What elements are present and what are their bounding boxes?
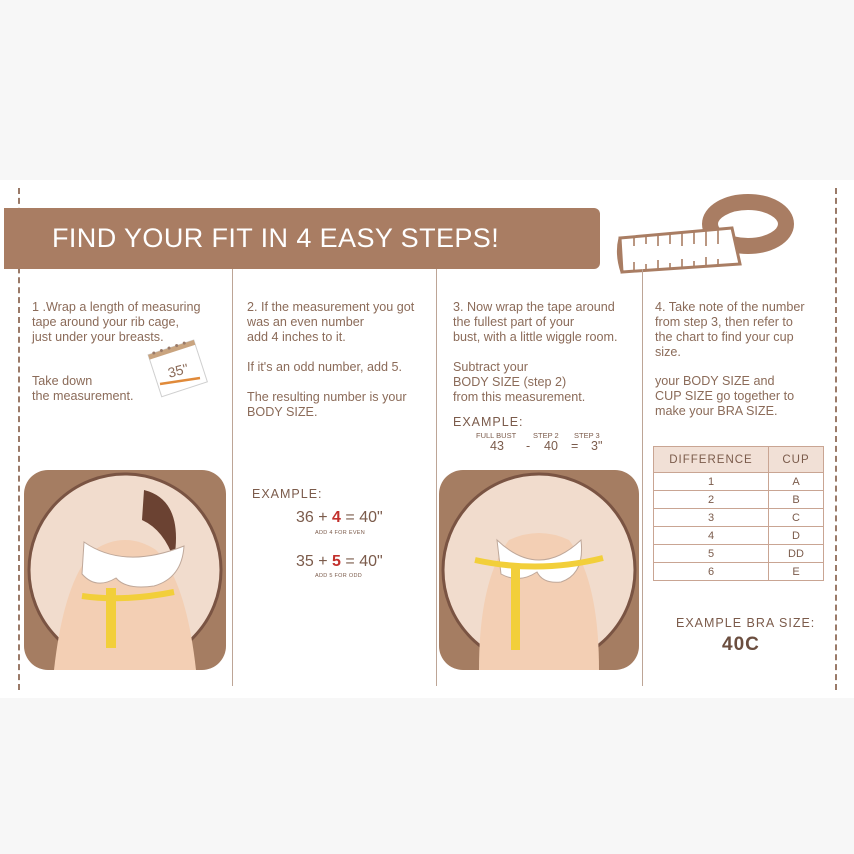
step3-value: 3" — [591, 439, 603, 453]
step3-text: 3. Now wrap the tape around the fullest … — [453, 300, 618, 344]
step2-text: 2. If the measurement you got was an eve… — [247, 300, 415, 344]
step3-extra: Subtract your BODY SIZE (step 2) from th… — [453, 360, 586, 404]
bust-measure-image — [439, 470, 639, 670]
step2-odd-text: If it's an odd number, add 5. — [247, 360, 403, 374]
even-note: ADD 4 FOR EVEN — [315, 530, 366, 536]
rib-cage-measure-image — [24, 470, 226, 670]
svg-text:35": 35" — [166, 360, 190, 381]
odd-equation: 35 + 5 = 40" — [296, 553, 383, 570]
step4-extra: your BODY SIZE and CUP SIZE go together … — [655, 374, 795, 418]
step4-text: 4. Take note of the number from step 3, … — [655, 300, 805, 359]
even-equation: 36 + 4 = 40" — [296, 509, 383, 526]
step2-head: STEP 2 — [533, 431, 559, 440]
step3-example-label: EXAMPLE: — [453, 415, 524, 429]
cup-header: CUP — [768, 446, 824, 473]
left-dashed-border — [18, 188, 20, 690]
example-bra-size-label: EXAMPLE BRA SIZE: — [676, 616, 816, 630]
column-divider-1 — [232, 269, 233, 686]
difference-header: DIFFERENCE — [653, 446, 769, 473]
step3-head: STEP 3 — [574, 431, 600, 440]
odd-note: ADD 5 FOR ODD — [315, 573, 362, 579]
full-bust-head: FULL BUST — [476, 431, 517, 440]
step2-result-text: The resulting number is your BODY SIZE. — [247, 390, 407, 419]
fit-guide-card: FIND YOUR FIT IN 4 EASY STEPS! 1 .Wrap a… — [0, 180, 854, 698]
measuring-tape-icon — [616, 194, 794, 274]
notepad-icon: 35" — [147, 339, 208, 398]
column-divider-2 — [436, 269, 437, 686]
page-title: FIND YOUR FIT IN 4 EASY STEPS! — [52, 223, 500, 253]
right-dashed-border — [835, 188, 837, 690]
step2-value: 40 — [544, 439, 558, 453]
column-divider-3 — [642, 269, 643, 686]
step1-extra: Take down the measurement. — [32, 374, 134, 403]
step1-text: 1 .Wrap a length of measuring tape aroun… — [32, 300, 201, 344]
example-bra-size-value: 40C — [722, 634, 760, 655]
minus-sign: - — [526, 439, 531, 453]
title-banner: FIND YOUR FIT IN 4 EASY STEPS! — [4, 208, 600, 269]
full-bust-value: 43 — [490, 439, 504, 453]
equals-sign: = — [571, 439, 579, 453]
step2-example-label: EXAMPLE: — [252, 487, 323, 501]
